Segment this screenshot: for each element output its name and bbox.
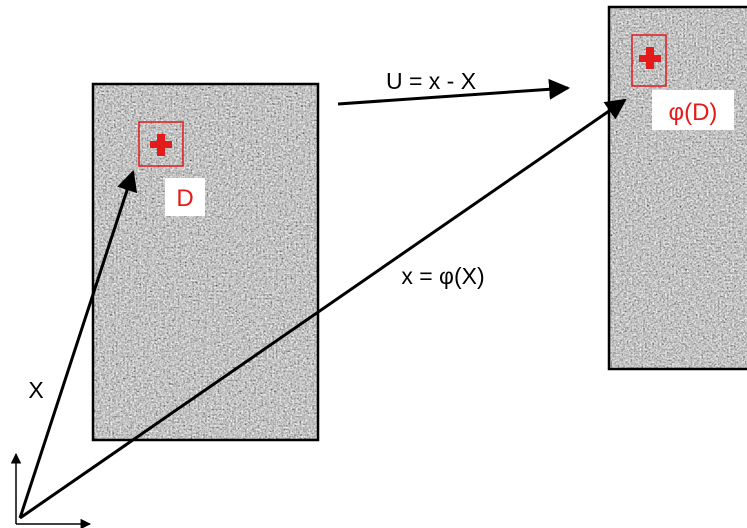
reference-subset [138,121,184,167]
red-cross-icon [639,47,661,69]
subset-label-phi-d: φ(D) [669,99,718,126]
mapping-label: x = φ(X) [401,263,484,289]
deformed-label-box [652,90,734,130]
vector-label-x: X [28,377,43,403]
subset-label-d: D [176,185,193,212]
deformed-subset [631,34,667,87]
mapping-vector [19,98,627,520]
displacement-label: U = x - X [386,68,476,94]
coordinate-axes-icon [10,452,92,528]
subset-label-box [165,178,205,216]
position-vector-x [18,170,138,519]
reference-specimen-image [91,82,320,442]
red-cross-icon [150,134,172,156]
displacement-vector [337,78,571,106]
deformed-specimen-image [607,5,747,371]
